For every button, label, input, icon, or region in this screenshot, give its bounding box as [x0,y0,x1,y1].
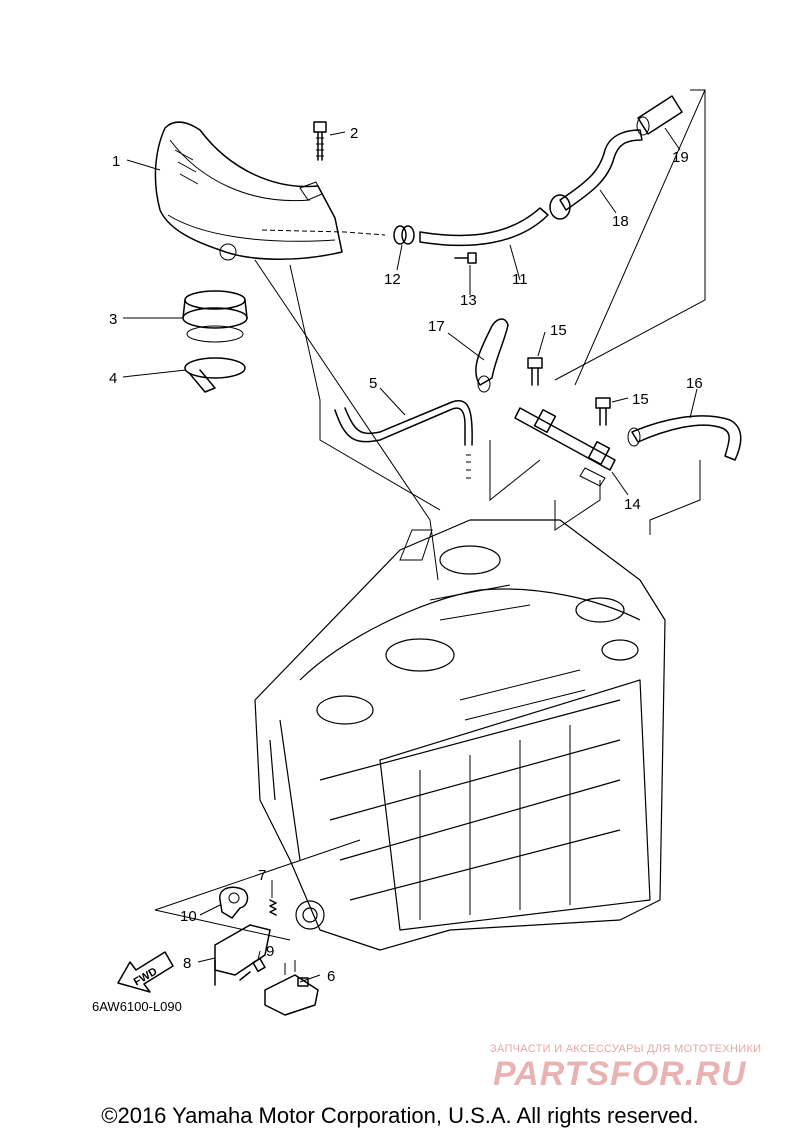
part-7-spring [269,899,277,916]
part-13-screw [454,252,477,264]
callout-6: 6 [327,968,335,985]
reference-lines [154,89,706,941]
part-3-seal-ring [182,290,248,343]
callout-4: 4 [109,370,117,387]
part-17-hose [475,318,509,393]
callout-18: 18 [612,213,629,230]
part-10-clip [219,886,249,919]
callout-3: 3 [109,311,117,328]
callout-9: 9 [266,943,274,960]
callout-19: 19 [672,149,689,166]
watermark-logo: PARTSFOR.RU [493,1055,747,1093]
callout-13: 13 [460,292,477,309]
part-19-hose [636,95,683,136]
callout-2: 2 [350,125,358,142]
part-1-silencer-cover [154,121,343,261]
callout-numbers: 1 2 3 4 5 6 7 8 9 10 11 12 13 14 15 15 1… [109,125,703,985]
callout-11: 11 [512,271,528,288]
figure-code: 6AW6100-L090 [92,999,182,1014]
callout-8: 8 [183,955,191,972]
part-12-grommet [393,225,415,245]
callout-15a: 15 [550,322,567,339]
part-9-screw [239,957,266,981]
callout-14: 14 [624,496,641,513]
callout-12: 12 [384,271,401,288]
part-18-hose [549,129,643,220]
callout-1: 1 [112,153,120,170]
part-6-switch [264,960,319,1016]
copyright-notice: ©2016 Yamaha Motor Corporation, U.S.A. A… [101,1103,699,1128]
engine-block [254,519,666,951]
part-14-joint [514,407,616,487]
callout-10: 10 [180,908,197,925]
part-15-bolt-b [595,397,611,426]
part-4-clamp-band [184,357,246,393]
part-2-bolt [313,121,327,161]
part-15-bolt-a [527,357,543,386]
part-11-hose [419,207,549,247]
part-16-hose [627,415,742,461]
callout-17: 17 [428,318,445,335]
callout-5: 5 [369,375,377,392]
callout-16: 16 [686,375,703,392]
callout-15b: 15 [632,391,649,408]
part-5-hose [334,400,473,479]
callout-7: 7 [258,867,266,884]
fwd-arrow-icon: FWD [117,951,174,993]
watermark-subtitle: ЗАПЧАСТИ И АКСЕССУАРЫ ДЛЯ МОТОТЕХНИКИ [490,1043,762,1055]
callout-leaders [122,127,698,983]
part-8-bracket [214,924,271,986]
